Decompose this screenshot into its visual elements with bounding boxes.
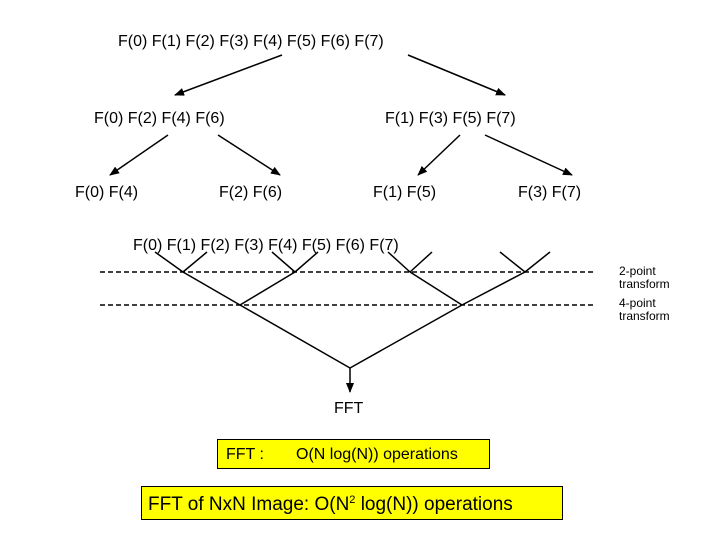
four-point-note: 4-point transform [619, 296, 670, 323]
level2-c-label: F(1) F(5) [373, 184, 437, 201]
split-arrow-even [174, 54, 283, 96]
split-arrow-b [217, 134, 281, 176]
fft-result-label: FFT [334, 400, 364, 417]
split-arrow-c [417, 134, 461, 176]
split-arrow-d [484, 134, 573, 176]
image-fft-suffix: log(N)) operations [355, 494, 513, 515]
fft-complexity-box: FFT : O(N log(N)) operations [217, 439, 490, 469]
level0-label: F(0) F(1) F(2) F(3) F(4) F(5) F(6) F(7) [118, 33, 384, 50]
image-fft-complexity-box: FFT of NxN Image: O(N2 log(N)) operation… [141, 486, 563, 520]
level1-odd-label: F(1) F(3) F(5) F(7) [385, 110, 516, 127]
fft-complexity-text: O(N log(N)) operations [296, 446, 458, 463]
level3-label: F(0) F(1) F(2) F(3) F(4) F(5) F(6) F(7) [133, 237, 399, 254]
image-fft-exponent: 2 [349, 494, 356, 506]
level1-even-label: F(0) F(2) F(4) F(6) [94, 110, 225, 127]
image-fft-complexity-text: FFT of NxN Image: O(N2 log(N)) operation… [148, 494, 513, 516]
image-fft-prefix: FFT of NxN Image: O(N [148, 494, 350, 515]
split-arrow-odd [407, 54, 506, 96]
split-arrow-a [109, 134, 169, 176]
fft-complexity-label: FFT : [226, 446, 264, 463]
level2-a-label: F(0) F(4) [75, 184, 139, 201]
merge-lines [154, 251, 551, 369]
two-point-note: 2-point transform [619, 264, 670, 291]
level2-d-label: F(3) F(7) [518, 184, 582, 201]
level2-b-label: F(2) F(6) [219, 184, 283, 201]
